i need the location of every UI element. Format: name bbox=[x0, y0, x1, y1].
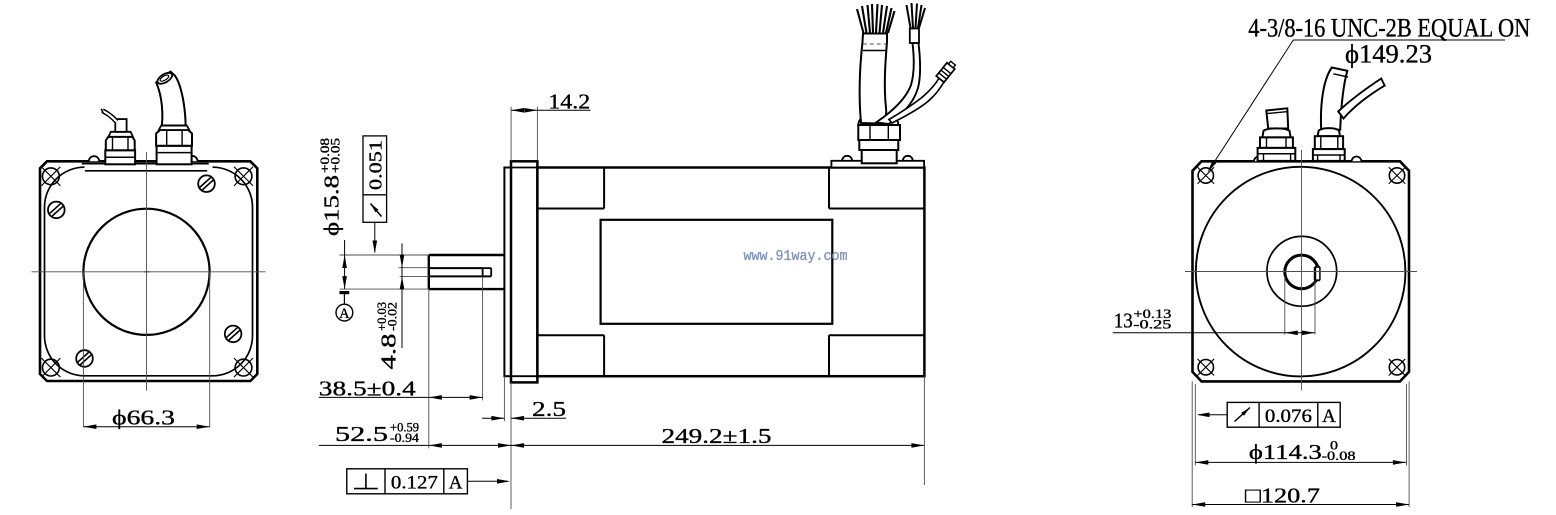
svg-text:+0.03: +0.03 bbox=[375, 302, 389, 331]
svg-text:ϕ114.3: ϕ114.3 bbox=[1249, 440, 1322, 464]
svg-text:0.051: 0.051 bbox=[366, 140, 386, 190]
svg-text:+0.59: +0.59 bbox=[390, 420, 419, 434]
svg-text:□120.7: □120.7 bbox=[1245, 483, 1320, 507]
svg-text:4-3/8-16 UNC-2B EQUAL ON: 4-3/8-16 UNC-2B EQUAL ON bbox=[1248, 14, 1530, 43]
svg-text:4.8: 4.8 bbox=[377, 334, 401, 370]
svg-text:ϕ149.23: ϕ149.23 bbox=[1345, 39, 1432, 68]
svg-text:+0.08: +0.08 bbox=[318, 138, 332, 173]
svg-text:13: 13 bbox=[1114, 308, 1133, 332]
svg-text:A: A bbox=[339, 306, 350, 322]
svg-text:0: 0 bbox=[1330, 439, 1338, 453]
svg-text:A: A bbox=[449, 472, 463, 493]
svg-text:www.91way.com: www.91way.com bbox=[744, 249, 848, 265]
svg-text:249.2±1.5: 249.2±1.5 bbox=[662, 424, 772, 448]
svg-text:-0.25: -0.25 bbox=[1133, 318, 1171, 332]
svg-text:+0.05: +0.05 bbox=[329, 138, 343, 173]
svg-text:2.5: 2.5 bbox=[532, 397, 566, 421]
svg-text:-0.08: -0.08 bbox=[1322, 449, 1356, 463]
svg-text:ϕ66.3: ϕ66.3 bbox=[112, 406, 175, 430]
svg-text:ϕ15.8: ϕ15.8 bbox=[320, 175, 344, 236]
svg-text:52.5: 52.5 bbox=[335, 422, 388, 446]
svg-text:-0.02: -0.02 bbox=[386, 302, 400, 331]
svg-text:+0.13: +0.13 bbox=[1133, 307, 1171, 321]
svg-text:14.2: 14.2 bbox=[548, 89, 590, 113]
svg-text:38.5±0.4: 38.5±0.4 bbox=[319, 376, 416, 400]
svg-text:-0.94: -0.94 bbox=[390, 431, 419, 445]
svg-text:A: A bbox=[1322, 406, 1336, 427]
svg-text:0.127: 0.127 bbox=[391, 472, 438, 493]
svg-text:0.076: 0.076 bbox=[1265, 406, 1312, 427]
